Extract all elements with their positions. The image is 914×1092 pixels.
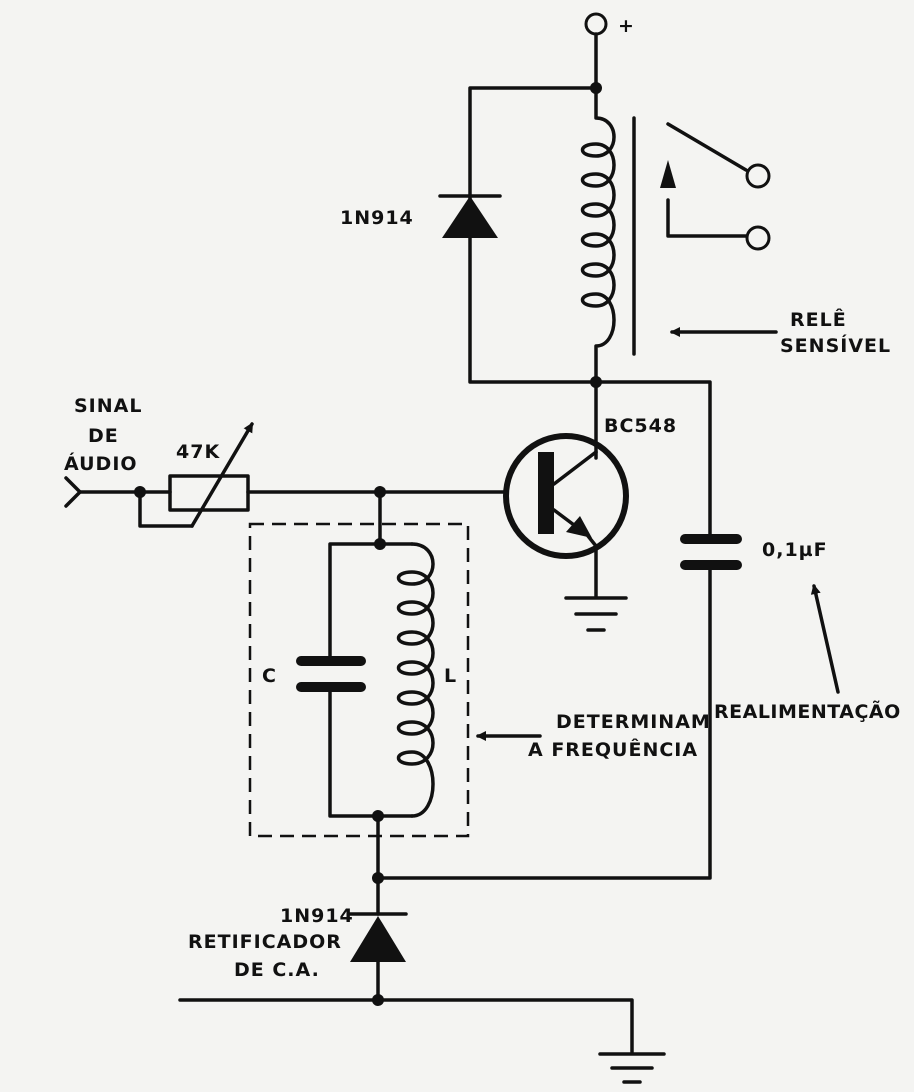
label-freq-line2: A FREQUÊNCIA	[528, 738, 698, 761]
tank-capacitor	[296, 656, 366, 692]
relay-coil	[580, 86, 616, 384]
junction-dot	[134, 486, 146, 498]
junction-dot	[590, 82, 602, 94]
label-ind-l: L	[444, 665, 457, 687]
label-transistor: BC548	[604, 415, 677, 437]
label-signal-line3: ÁUDIO	[64, 452, 138, 475]
tank-inductor	[396, 542, 435, 818]
label-feedback-capacitor: 0,1µF	[762, 539, 828, 561]
label-cap-c: C	[262, 665, 277, 687]
junction-dot	[590, 376, 602, 388]
transistor	[503, 433, 629, 559]
flyback-diode	[438, 194, 502, 238]
label-rect-line2: DE C.A.	[234, 959, 320, 981]
wire-pot-bypass	[138, 490, 194, 528]
relay-contacts	[660, 122, 771, 251]
label-signal-line2: DE	[88, 425, 119, 447]
label-rect-line1: RETIFICADOR	[188, 931, 342, 953]
potentiometer-arrow	[190, 422, 254, 528]
feedback-arrow	[810, 584, 840, 694]
rectifier-diode	[348, 912, 408, 962]
potentiometer-47k	[168, 474, 250, 512]
label-signal-line1: SINAL	[74, 395, 142, 417]
tank-dashed-box	[248, 522, 470, 838]
wire-tank	[328, 542, 414, 818]
label-freq-line1: DETERMINAM	[556, 711, 711, 733]
label-relay-line1: RELÊ	[790, 308, 847, 331]
junction-dot	[372, 994, 384, 1006]
label-supply-plus: +	[618, 15, 635, 37]
junction-dot	[372, 810, 384, 822]
feedback-capacitor	[680, 534, 742, 570]
label-feedback: REALIMENTAÇÃO	[714, 699, 901, 723]
ground-emitter	[564, 596, 628, 632]
junction-dot	[372, 872, 384, 884]
junction-dot	[374, 538, 386, 550]
supply-terminal	[584, 12, 608, 36]
label-diode-bottom: 1N914	[280, 905, 354, 927]
label-diode-top: 1N914	[340, 207, 414, 229]
junction-dot	[374, 486, 386, 498]
input-terminal	[64, 476, 82, 508]
wire-feedback-bottom	[376, 568, 712, 880]
label-relay-line2: SENSÍVEL	[780, 334, 891, 357]
label-resistor: 47K	[176, 441, 220, 463]
ground-bottom	[598, 1052, 666, 1084]
wire-feedback	[594, 380, 712, 540]
wire-ground-rail	[178, 998, 634, 1054]
